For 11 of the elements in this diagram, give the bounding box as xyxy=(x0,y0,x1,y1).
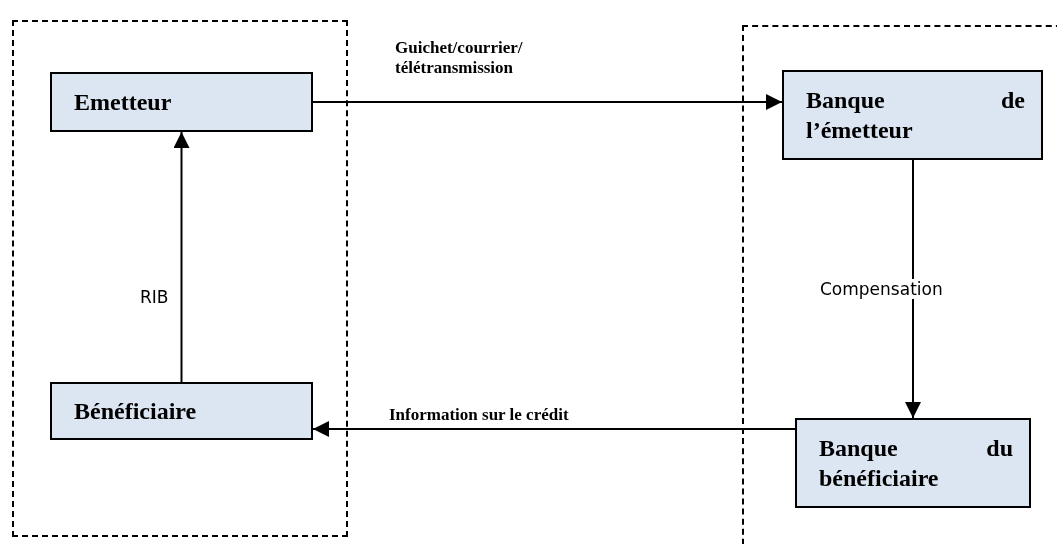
process-box: Banque du bénéficiaire xyxy=(795,418,1031,508)
group-frame xyxy=(742,25,1057,544)
process-box: Banque de l’émetteur xyxy=(782,70,1043,160)
group-frame xyxy=(12,20,348,537)
edge-label: Compensation xyxy=(820,279,943,299)
arrow xyxy=(312,421,796,437)
process-box: Emetteur xyxy=(50,72,313,132)
process-box: Bénéficiaire xyxy=(50,382,313,440)
arrow xyxy=(905,159,921,419)
arrow xyxy=(173,131,190,383)
arrow xyxy=(312,94,783,110)
